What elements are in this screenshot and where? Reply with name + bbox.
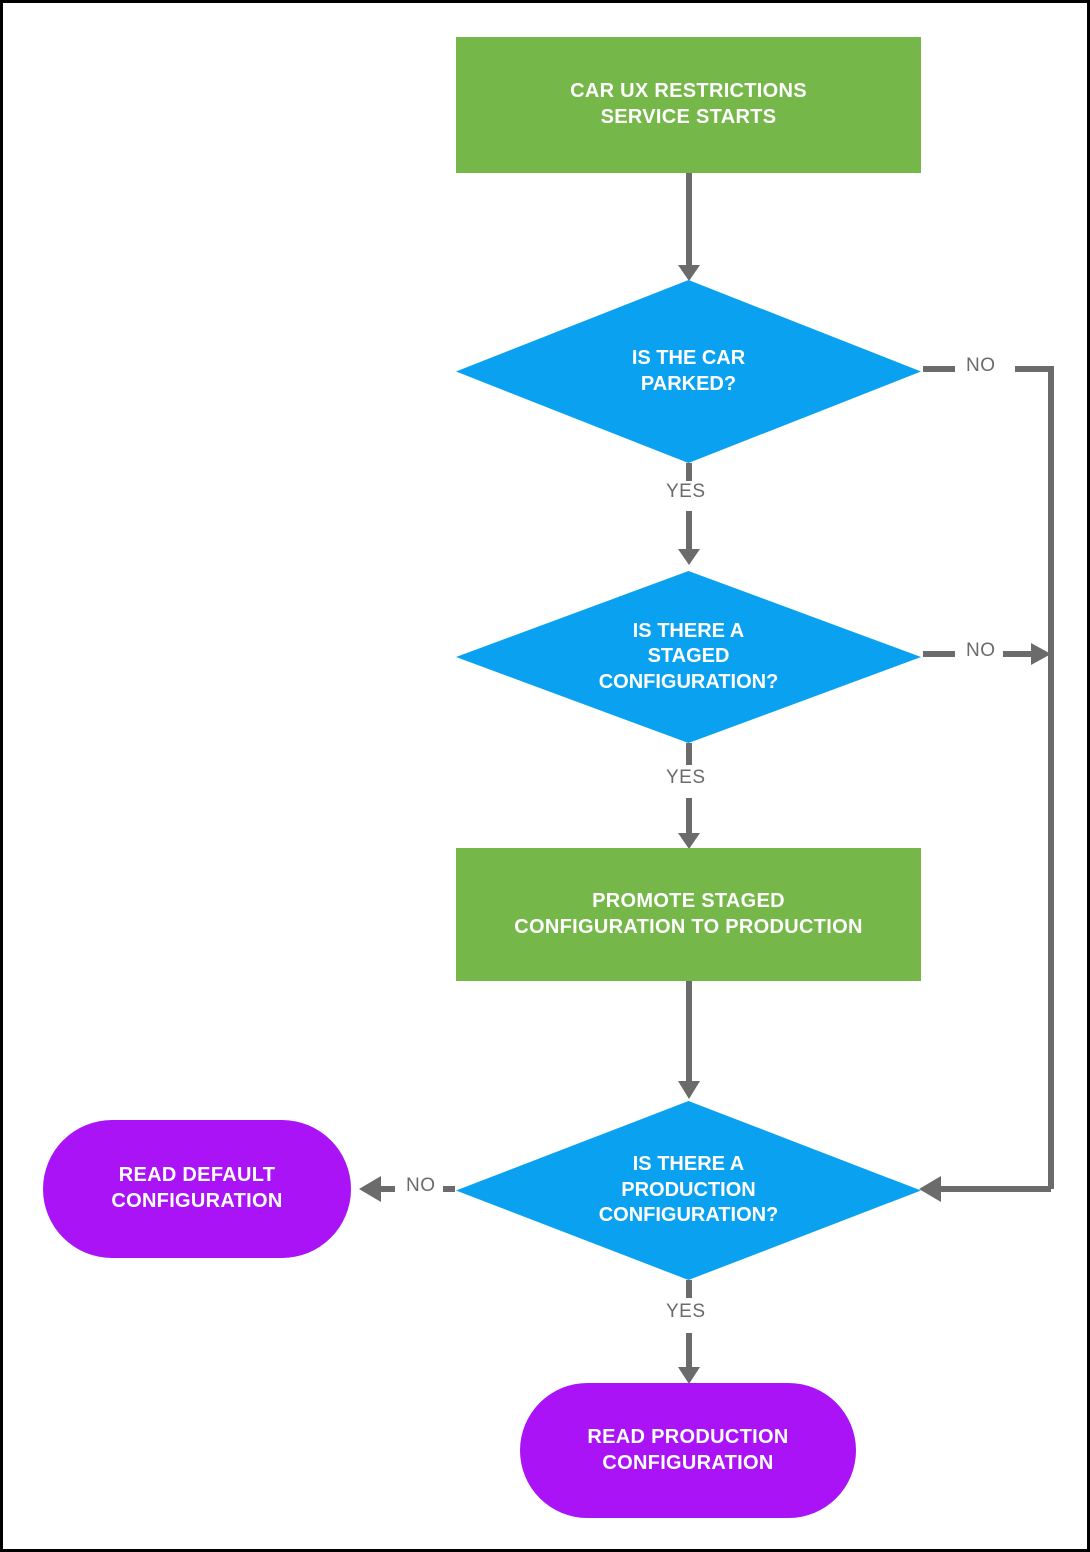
node-is-there-a-production-configuration-shape[interactable] xyxy=(456,1101,921,1280)
flowchart-connectors xyxy=(359,173,1054,1384)
edge-label-staged-yes: YES xyxy=(661,767,711,789)
edge-bypass-into-production-head xyxy=(919,1176,941,1202)
node-is-there-a-staged-configuration-shape[interactable] xyxy=(456,571,921,743)
edge-label-production-yes: YES xyxy=(661,1301,711,1323)
node-read-production-line2: CONFIGURATION xyxy=(602,1451,774,1474)
edge-label-parked-yes: YES xyxy=(661,481,711,503)
edge-production-no-head xyxy=(359,1176,381,1202)
node-promote-line2: CONFIGURATION TO PRODUCTION xyxy=(514,915,863,938)
node-is-the-car-parked-shape[interactable] xyxy=(456,280,921,463)
edge-label-staged-no: NO xyxy=(961,640,1001,662)
node-promote-staged-configuration-to-production[interactable]: PROMOTE STAGED CONFIGURATION TO PRODUCTI… xyxy=(456,848,921,981)
node-read-default-line1: READ DEFAULT xyxy=(118,1164,276,1187)
node-read-production-line1: READ PRODUCTION xyxy=(587,1425,789,1448)
edge-label-production-no: NO xyxy=(401,1175,441,1197)
edge-promote-to-production-head xyxy=(678,1081,700,1099)
node-read-default-line2: CONFIGURATION xyxy=(111,1190,283,1212)
node-start-line1: CAR UX RESTRICTIONS xyxy=(570,80,807,103)
node-read-default-configuration[interactable]: READ DEFAULT CONFIGURATION xyxy=(43,1120,351,1258)
node-read-production-configuration[interactable]: READ PRODUCTION CONFIGURATION xyxy=(520,1383,856,1518)
edge-parked-yes-head xyxy=(678,549,700,565)
edge-parked-no-rail xyxy=(1015,366,1054,1189)
edge-staged-yes-head xyxy=(678,833,700,849)
edge-start-to-parked-head xyxy=(678,265,700,281)
node-promote-line1: PROMOTE STAGED xyxy=(592,889,785,912)
edge-label-parked-no: NO xyxy=(961,355,1001,377)
edge-production-yes-head xyxy=(678,1367,700,1384)
edge-staged-no-arrow-head xyxy=(1031,643,1051,665)
node-start-line2: SERVICE STARTS xyxy=(600,106,777,128)
node-car-ux-restrictions-service-starts[interactable]: CAR UX RESTRICTIONS SERVICE STARTS xyxy=(456,37,921,173)
